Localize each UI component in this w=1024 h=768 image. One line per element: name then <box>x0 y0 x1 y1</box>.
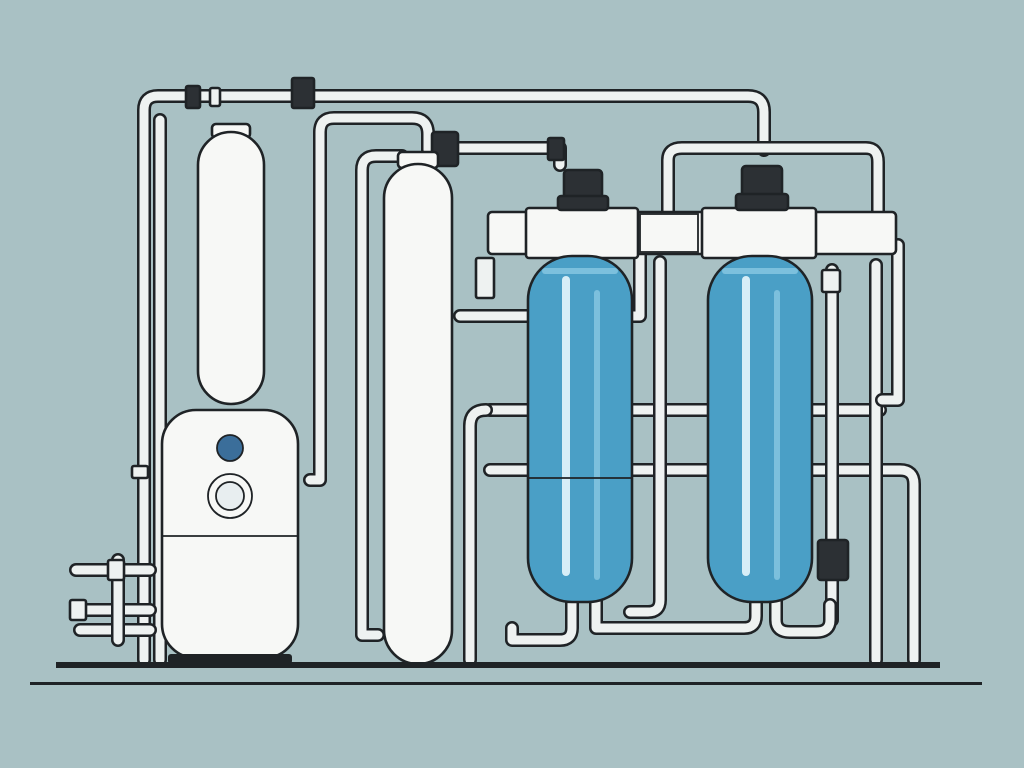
filter-highlight <box>742 276 750 576</box>
valve-icon <box>184 84 202 110</box>
filter-canister-left <box>526 254 634 604</box>
valve-icon <box>546 136 566 162</box>
valve-icon <box>820 268 842 294</box>
filter-highlight <box>562 276 570 576</box>
manifold-head-left <box>524 206 640 260</box>
valve-icon <box>68 598 88 622</box>
floor-strip <box>56 662 940 668</box>
valve-icon <box>290 76 316 110</box>
tall-tank-icon <box>382 150 454 666</box>
filter-manifold <box>486 164 898 260</box>
valve-icon <box>106 558 126 582</box>
valve-icon <box>816 538 850 582</box>
valve-icon <box>208 86 222 108</box>
ground <box>30 662 982 685</box>
tall-tank-body <box>382 162 454 666</box>
filter-canister-right <box>706 254 814 604</box>
pressure-tank-icon <box>160 122 300 664</box>
tank-foot <box>168 654 292 664</box>
valves <box>68 76 850 622</box>
filter-housing-icon <box>526 254 634 604</box>
filter-housing-icon <box>706 254 814 604</box>
manifold-head-right <box>700 206 818 260</box>
gauge-icon <box>216 434 244 462</box>
valve-icon <box>474 256 496 300</box>
tank-upper-cylinder <box>196 130 266 406</box>
ground-line <box>30 682 982 685</box>
valve-icon <box>130 464 150 480</box>
